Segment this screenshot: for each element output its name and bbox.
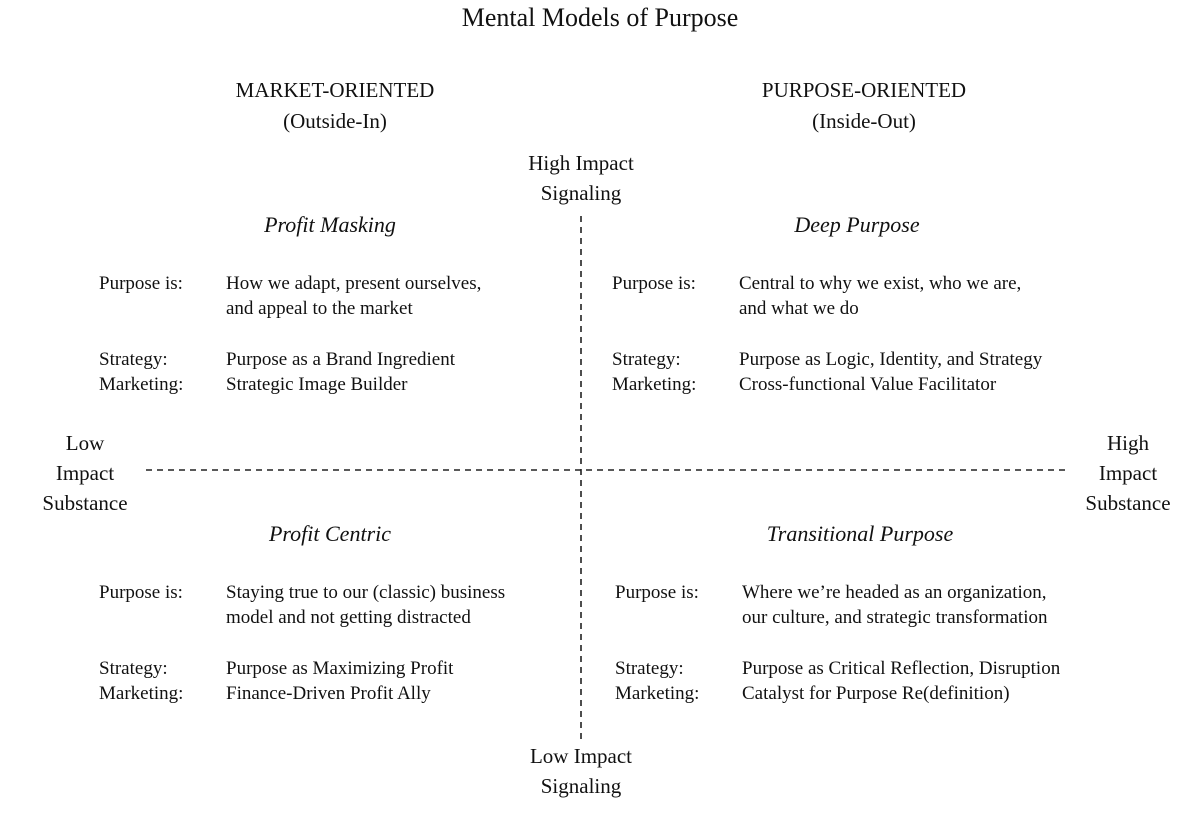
- purpose-is-label: Purpose is:: [615, 582, 699, 603]
- column-heading: MARKET-ORIENTED: [235, 78, 435, 102]
- axis-label-line: Signaling: [540, 181, 622, 205]
- axis-label-line: High Impact: [528, 151, 634, 175]
- purpose-text: Staying true to our (classic) business m…: [226, 580, 505, 630]
- axis-label-left: Low Impact Substance: [20, 428, 150, 518]
- purpose-text: Where we’re headed as an organization, o…: [742, 580, 1047, 630]
- marketing-label-text: Marketing:: [99, 683, 184, 704]
- diagram-title: Mental Models of Purpose: [461, 3, 739, 32]
- strategy-label: Strategy: Marketing:: [612, 347, 696, 397]
- strategy-label-text: Strategy:: [99, 658, 168, 679]
- purpose-line: Central to why we exist, who we are,: [739, 273, 1022, 294]
- strategy-values: Purpose as Critical Reflection, Disrupti…: [742, 656, 1060, 706]
- strategy-value: Purpose as Logic, Identity, and Strategy: [739, 349, 1043, 370]
- marketing-value: Cross-functional Value Facilitator: [739, 374, 997, 395]
- axis-label-bottom: Low Impact Signaling: [481, 741, 681, 801]
- column-header-purpose-oriented: PURPOSE-ORIENTED (Inside-Out): [664, 75, 1064, 137]
- strategy-label: Strategy: Marketing:: [615, 656, 699, 706]
- strategy-label-text: Strategy:: [615, 658, 684, 679]
- quadrant-title: Profit Masking: [264, 212, 396, 237]
- purpose-is-label: Purpose is:: [99, 582, 183, 603]
- marketing-label-text: Marketing:: [615, 683, 700, 704]
- purpose-is-label: Purpose is:: [612, 273, 696, 294]
- marketing-value: Catalyst for Purpose Re(definition): [742, 683, 1010, 704]
- strategy-label-text: Strategy:: [99, 349, 168, 370]
- axis-label-line: Substance: [1085, 491, 1171, 515]
- marketing-value: Finance-Driven Profit Ally: [226, 683, 431, 704]
- purpose-line: and what we do: [739, 298, 859, 319]
- strategy-value: Purpose as a Brand Ingredient: [226, 349, 455, 370]
- axis-label-line: Impact: [1098, 461, 1158, 485]
- purpose-line: our culture, and strategic transformatio…: [742, 607, 1048, 628]
- column-subheading: (Outside-In): [283, 109, 387, 133]
- marketing-label-text: Marketing:: [99, 374, 184, 395]
- column-header-market-oriented: MARKET-ORIENTED (Outside-In): [135, 75, 535, 137]
- axis-label-line: Low: [65, 431, 105, 455]
- purpose-line: How we adapt, present ourselves,: [226, 273, 482, 294]
- purpose-is-label: Purpose is:: [99, 273, 183, 294]
- strategy-value: Purpose as Critical Reflection, Disrupti…: [742, 658, 1061, 679]
- column-subheading: (Inside-Out): [812, 109, 916, 133]
- strategy-values: Purpose as Logic, Identity, and Strategy…: [739, 347, 1042, 397]
- quadrant-title: Transitional Purpose: [766, 521, 954, 546]
- strategy-values: Purpose as Maximizing Profit Finance-Dri…: [226, 656, 453, 706]
- purpose-text: How we adapt, present ourselves, and app…: [226, 271, 481, 321]
- column-heading: PURPOSE-ORIENTED: [761, 78, 967, 102]
- purpose-text: Central to why we exist, who we are, and…: [739, 271, 1021, 321]
- axis-label-line: Substance: [42, 491, 128, 515]
- axis-label-line: High: [1107, 431, 1149, 455]
- strategy-label: Strategy: Marketing:: [99, 656, 183, 706]
- quadrant-title: Deep Purpose: [794, 212, 920, 237]
- purpose-line: and appeal to the market: [226, 298, 413, 319]
- axis-label-line: Impact: [55, 461, 115, 485]
- purpose-line: Staying true to our (classic) business: [226, 582, 506, 603]
- purpose-line: model and not getting distracted: [226, 607, 471, 628]
- axis-label-top: High Impact Signaling: [481, 148, 681, 208]
- strategy-values: Purpose as a Brand Ingredient Strategic …: [226, 347, 455, 397]
- marketing-label-text: Marketing:: [612, 374, 697, 395]
- strategy-label-text: Strategy:: [612, 349, 681, 370]
- quadrant-title: Profit Centric: [268, 521, 392, 546]
- axis-label-line: Low Impact: [529, 744, 633, 768]
- marketing-value: Strategic Image Builder: [226, 374, 408, 395]
- axis-label-right: High Impact Substance: [1063, 428, 1193, 518]
- strategy-value: Purpose as Maximizing Profit: [226, 658, 454, 679]
- axis-label-line: Signaling: [540, 774, 622, 798]
- strategy-label: Strategy: Marketing:: [99, 347, 183, 397]
- purpose-line: Where we’re headed as an organization,: [742, 582, 1047, 603]
